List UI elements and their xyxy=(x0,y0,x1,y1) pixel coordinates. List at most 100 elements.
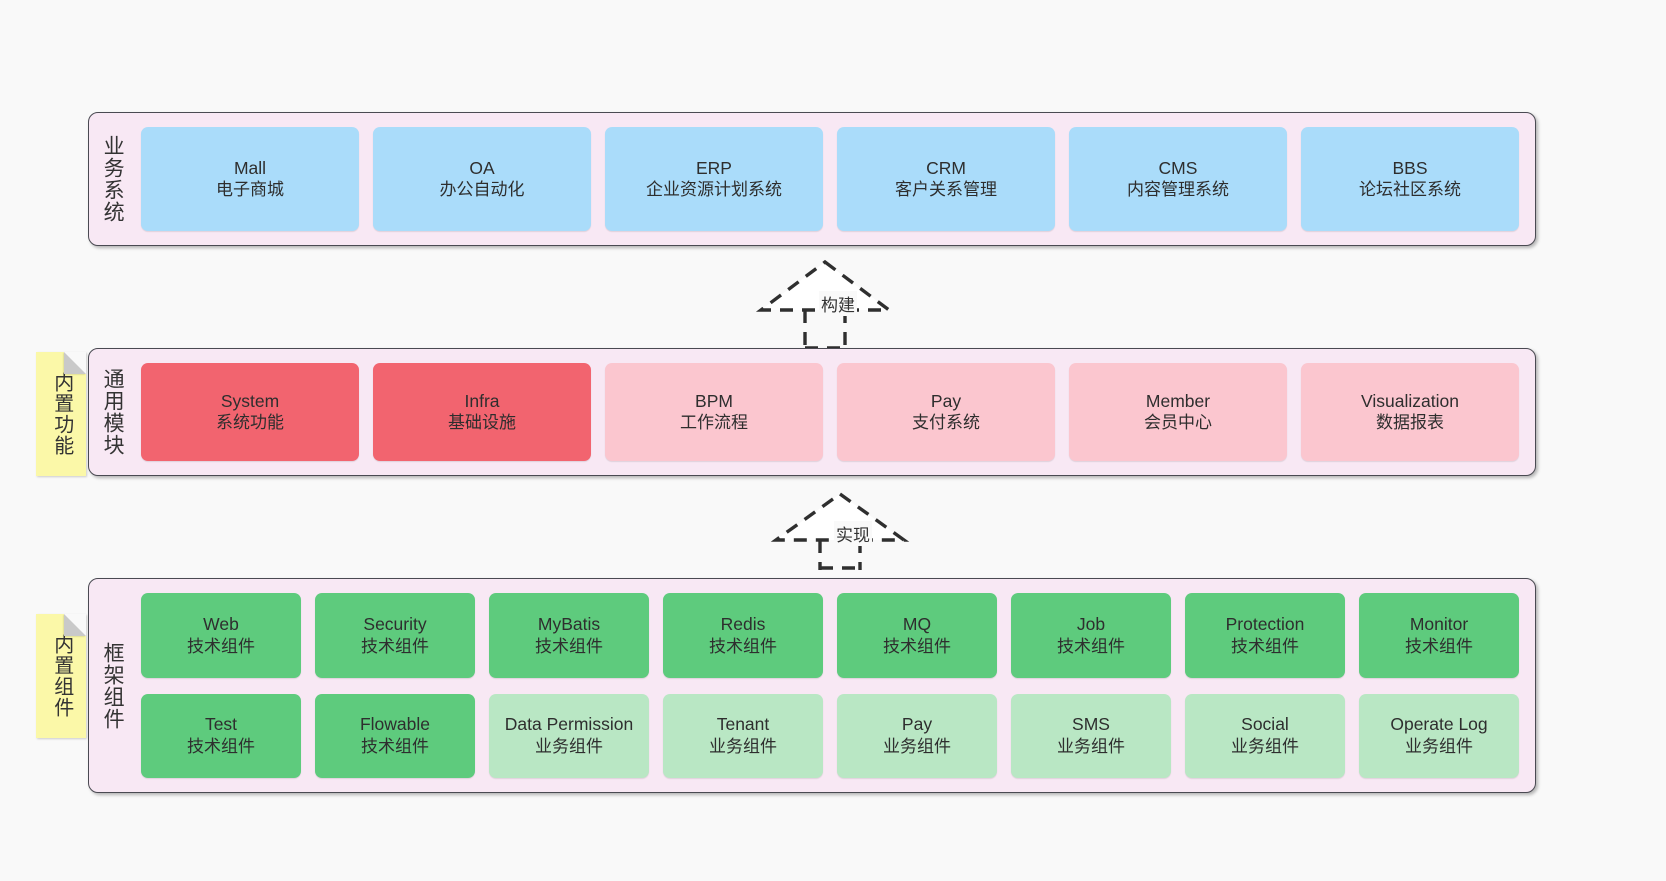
card-bbs[interactable]: BBS 论坛社区系统 xyxy=(1301,127,1519,231)
card-title: BPM xyxy=(695,390,733,411)
card-subtitle: 技术组件 xyxy=(1057,636,1125,656)
card-title: Visualization xyxy=(1361,390,1459,411)
card-pay-business[interactable]: Pay 业务组件 xyxy=(837,693,997,778)
card-security[interactable]: Security 技术组件 xyxy=(315,593,475,678)
layer-business-system: 业务系统 Mall 电子商城 OA 办公自动化 ERP 企业资源计划系统 CRM… xyxy=(88,112,1536,246)
card-oa[interactable]: OA 办公自动化 xyxy=(373,127,591,231)
card-subtitle: 业务组件 xyxy=(709,737,777,757)
card-title: Member xyxy=(1145,390,1211,411)
card-title: SMS xyxy=(1072,714,1110,735)
card-title: Test xyxy=(204,714,238,735)
card-web[interactable]: Web 技术组件 xyxy=(141,593,301,678)
card-subtitle: 论坛社区系统 xyxy=(1359,180,1461,200)
layer-body-business-system: Mall 电子商城 OA 办公自动化 ERP 企业资源计划系统 CRM 客户关系… xyxy=(135,113,1535,245)
card-title: CRM xyxy=(926,157,966,178)
card-title: Web xyxy=(203,613,239,634)
card-pay[interactable]: Pay 支付系统 xyxy=(837,363,1055,461)
card-title: BBS xyxy=(1392,157,1428,178)
card-social[interactable]: Social 业务组件 xyxy=(1185,693,1345,778)
card-crm[interactable]: CRM 客户关系管理 xyxy=(837,127,1055,231)
card-subtitle: 业务组件 xyxy=(1057,737,1125,757)
card-mybatis[interactable]: MyBatis 技术组件 xyxy=(489,593,649,678)
card-subtitle: 技术组件 xyxy=(187,737,255,757)
card-title: Redis xyxy=(720,613,766,634)
layer-title-framework-component: 框架组件 xyxy=(101,641,125,730)
card-title: Data Permission xyxy=(504,714,634,735)
card-subtitle: 业务组件 xyxy=(535,737,603,757)
card-mall[interactable]: Mall 电子商城 xyxy=(141,127,359,231)
card-subtitle: 数据报表 xyxy=(1376,413,1444,433)
card-subtitle: 基础设施 xyxy=(448,413,516,433)
card-system[interactable]: System 系统功能 xyxy=(141,363,359,461)
note-builtin-function: 内置功能 xyxy=(36,352,86,476)
card-monitor[interactable]: Monitor 技术组件 xyxy=(1359,593,1519,678)
card-tenant[interactable]: Tenant 业务组件 xyxy=(663,693,823,778)
card-subtitle: 办公自动化 xyxy=(439,180,525,200)
card-bpm[interactable]: BPM 工作流程 xyxy=(605,363,823,461)
layer-title-business-system: 业务系统 xyxy=(101,135,125,223)
card-subtitle: 技术组件 xyxy=(709,636,777,656)
card-job[interactable]: Job 技术组件 xyxy=(1011,593,1171,678)
card-row: System 系统功能 Infra 基础设施 BPM 工作流程 Pay 支付系统… xyxy=(141,363,1519,461)
layer-common-module: 通用模块 System 系统功能 Infra 基础设施 BPM 工作流程 Pay… xyxy=(88,348,1536,476)
card-title: ERP xyxy=(696,157,732,178)
card-title: Monitor xyxy=(1409,613,1469,634)
card-title: Security xyxy=(363,613,427,634)
card-flowable[interactable]: Flowable 技术组件 xyxy=(315,693,475,778)
connector-build-label: 构建 xyxy=(819,291,857,316)
card-visualization[interactable]: Visualization 数据报表 xyxy=(1301,363,1519,461)
card-subtitle: 业务组件 xyxy=(1405,737,1473,757)
card-title: Mall xyxy=(233,157,267,178)
card-subtitle: 内容管理系统 xyxy=(1127,180,1229,200)
card-title: System xyxy=(220,390,280,411)
card-row: Web 技术组件 Security 技术组件 MyBatis 技术组件 Redi… xyxy=(141,593,1519,678)
layer-framework-component: 框架组件 Web 技术组件 Security 技术组件 MyBatis 技术组件… xyxy=(88,578,1536,793)
card-test[interactable]: Test 技术组件 xyxy=(141,693,301,778)
card-protection[interactable]: Protection 技术组件 xyxy=(1185,593,1345,678)
card-subtitle: 系统功能 xyxy=(216,413,284,433)
card-sms[interactable]: SMS 业务组件 xyxy=(1011,693,1171,778)
card-subtitle: 技术组件 xyxy=(187,636,255,656)
card-infra[interactable]: Infra 基础设施 xyxy=(373,363,591,461)
layer-body-framework-component: Web 技术组件 Security 技术组件 MyBatis 技术组件 Redi… xyxy=(135,579,1535,792)
layer-title-common-module: 通用模块 xyxy=(101,368,125,456)
card-row: Test 技术组件 Flowable 技术组件 Data Permission … xyxy=(141,693,1519,778)
card-subtitle: 技术组件 xyxy=(883,636,951,656)
layer-body-common-module: System 系统功能 Infra 基础设施 BPM 工作流程 Pay 支付系统… xyxy=(135,349,1535,475)
note-builtin-component: 内置组件 xyxy=(36,614,86,738)
card-subtitle: 会员中心 xyxy=(1144,413,1212,433)
card-title: Flowable xyxy=(359,714,431,735)
card-subtitle: 工作流程 xyxy=(680,413,748,433)
card-title: Pay xyxy=(901,714,933,735)
card-subtitle: 企业资源计划系统 xyxy=(646,180,782,200)
card-title: CMS xyxy=(1158,157,1198,178)
card-cms[interactable]: CMS 内容管理系统 xyxy=(1069,127,1287,231)
card-subtitle: 技术组件 xyxy=(361,636,429,656)
card-erp[interactable]: ERP 企业资源计划系统 xyxy=(605,127,823,231)
card-subtitle: 电子商城 xyxy=(216,180,284,200)
card-subtitle: 技术组件 xyxy=(535,636,603,656)
card-title: Protection xyxy=(1225,613,1305,634)
card-subtitle: 业务组件 xyxy=(1231,737,1299,757)
card-subtitle: 支付系统 xyxy=(912,413,980,433)
card-title: MQ xyxy=(902,613,932,634)
card-redis[interactable]: Redis 技术组件 xyxy=(663,593,823,678)
card-operate-log[interactable]: Operate Log 业务组件 xyxy=(1359,693,1519,778)
card-title: Job xyxy=(1076,613,1106,634)
card-mq[interactable]: MQ 技术组件 xyxy=(837,593,997,678)
card-member[interactable]: Member 会员中心 xyxy=(1069,363,1287,461)
card-title: OA xyxy=(469,157,495,178)
connector-implement-label: 实现 xyxy=(834,521,872,546)
card-subtitle: 客户关系管理 xyxy=(895,180,997,200)
card-row: Mall 电子商城 OA 办公自动化 ERP 企业资源计划系统 CRM 客户关系… xyxy=(141,127,1519,231)
card-title: Tenant xyxy=(716,714,770,735)
card-title: Social xyxy=(1241,714,1289,735)
card-subtitle: 技术组件 xyxy=(1405,636,1473,656)
card-title: MyBatis xyxy=(537,613,601,634)
card-title: Infra xyxy=(464,390,500,411)
connector-build: 构建 xyxy=(755,258,915,350)
card-subtitle: 业务组件 xyxy=(883,737,951,757)
card-subtitle: 技术组件 xyxy=(1231,636,1299,656)
card-data-permission[interactable]: Data Permission 业务组件 xyxy=(489,693,649,778)
